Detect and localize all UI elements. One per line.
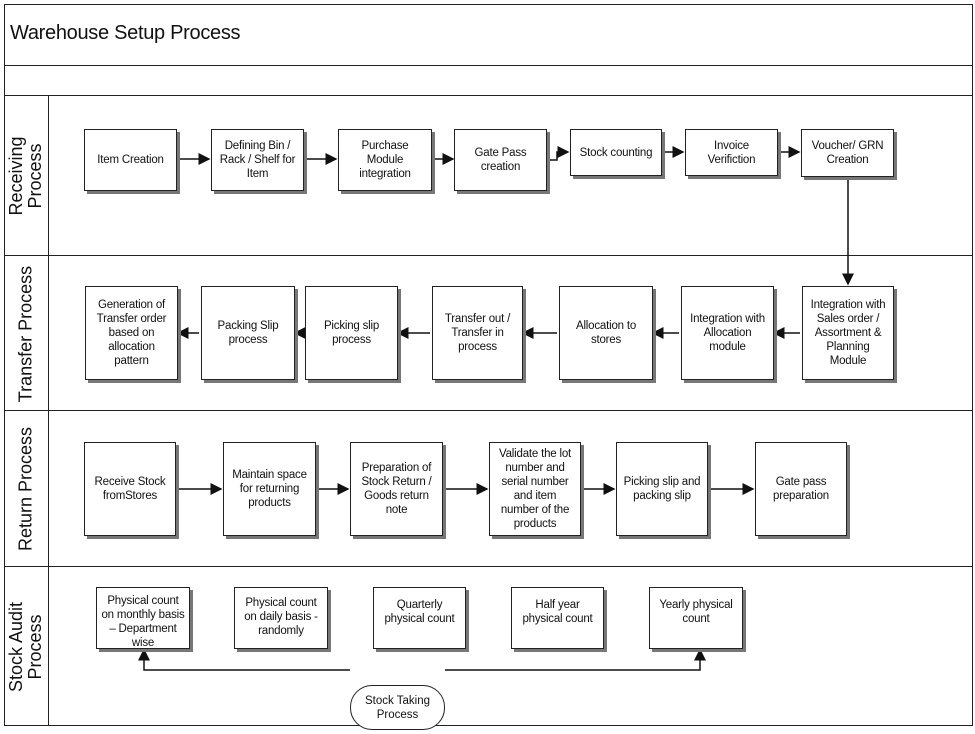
lane-header-transfer: Transfer Process	[4, 256, 49, 411]
node-gate-pass-prep: Gate pass preparation	[755, 442, 847, 536]
node-half-year-count: Half year physical count	[511, 587, 604, 649]
title-row: Warehouse Setup Process	[4, 4, 973, 66]
arrow-stocktaking-to-monthly	[138, 648, 350, 671]
blank-header-row	[4, 66, 973, 96]
node-monthly-count: Physical count on monthly basis – Depart…	[96, 587, 190, 649]
node-generation-transfer-order: Generation of Transfer order based on al…	[85, 286, 178, 380]
node-validate-lot: Validate the lot number and serial numbe…	[489, 442, 581, 536]
node-invoice-verification: Invoice Verifiction	[685, 129, 778, 176]
node-preparation-return: Preparation of Stock Return / Goods retu…	[350, 442, 443, 536]
node-daily-count: Physical count on daily basis - randomly	[234, 587, 328, 649]
node-transfer-out-in: Transfer out / Transfer in process	[432, 286, 523, 380]
lane-receiving	[4, 96, 973, 256]
node-maintain-space: Maintain space for returning products	[223, 442, 316, 536]
node-stock-taking-process: Stock Taking Process	[350, 685, 445, 730]
lane-transfer	[4, 256, 973, 411]
node-purchase-module: Purchase Module integration	[338, 129, 432, 191]
node-item-creation: Item Creation	[84, 129, 177, 191]
node-defining-bin: Defining Bin / Rack / Shelf for Item	[211, 129, 304, 191]
node-allocation-stores: Allocation to stores	[559, 286, 653, 380]
node-gate-pass-creation: Gate Pass creation	[454, 129, 547, 191]
diagram-frame	[4, 4, 973, 726]
arrow-stocktaking-to-yearly	[445, 648, 706, 671]
node-packing-slip: Packing Slip process	[201, 286, 295, 380]
lane-header-receiving: Receiving Process	[4, 96, 49, 256]
node-integration-sales: Integration with Sales order / Assortmen…	[802, 286, 894, 380]
node-stock-counting: Stock counting	[570, 129, 662, 176]
node-picking-slip: Picking slip process	[305, 286, 398, 380]
lane-return	[4, 411, 973, 567]
lane-header-audit: Stock Audit Process	[4, 567, 49, 726]
node-integration-allocation: Integration with Allocation module	[681, 286, 774, 380]
node-receive-stock: Receive Stock fromStores	[84, 442, 176, 536]
arrow-gatepass-to-stockcount	[547, 146, 570, 161]
lane-header-return: Return Process	[4, 411, 49, 567]
node-picking-packing: Picking slip and packing slip	[616, 442, 708, 536]
diagram-title: Warehouse Setup Process	[10, 22, 241, 44]
node-yearly-count: Yearly physical count	[649, 587, 743, 649]
node-voucher-grn: Voucher/ GRN Creation	[801, 129, 894, 177]
node-quarterly-count: Quarterly physical count	[373, 587, 466, 649]
